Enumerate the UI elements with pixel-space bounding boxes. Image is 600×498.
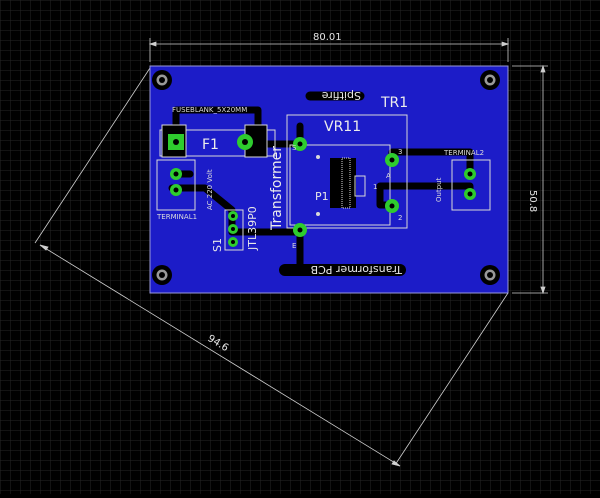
pads[interactable] — [168, 134, 476, 247]
ac-input-label: AC 220 Volt — [206, 169, 214, 210]
pin-s-label: S — [292, 144, 297, 152]
pad-switch-2[interactable] — [228, 224, 238, 234]
mount-hole-icon — [152, 265, 172, 285]
pad-term1-2[interactable] — [170, 184, 182, 196]
pad-term1-1[interactable] — [170, 168, 182, 180]
board-name-label: Transformer PCB — [311, 263, 403, 276]
pot-ref-label: P1 — [315, 190, 329, 203]
pin-2-label: 2 — [398, 214, 402, 222]
pad-tr-2[interactable] — [293, 223, 307, 237]
transformer-label: Transformer — [269, 146, 285, 231]
dim-width-label: 80.01 — [313, 32, 342, 43]
terminal1-label: TERMINAL1 — [156, 213, 197, 221]
pad-tr-1[interactable] — [293, 137, 307, 151]
pin-1-label: 1 — [373, 183, 377, 191]
author-label: Spitfire — [321, 89, 361, 102]
dimension-lines — [34, 38, 548, 467]
mount-hole-icon — [152, 70, 172, 90]
mount-hole-icon — [480, 70, 500, 90]
pad-switch-3[interactable] — [228, 237, 238, 247]
potentiometer-body — [316, 155, 366, 216]
tr-ref-label: TR1 — [380, 95, 408, 111]
terminal2-label: TERMINAL2 — [443, 149, 484, 157]
dim-height-label: 50.8 — [527, 190, 538, 212]
pad-tr-3[interactable] — [385, 153, 399, 167]
pin-3-label: 3 — [398, 148, 402, 156]
pin-e-label: E — [292, 242, 296, 250]
switch-ref-label: S1 — [211, 238, 224, 252]
pin-a-label: A — [386, 172, 391, 180]
board-outline[interactable] — [149, 65, 509, 294]
mount-hole-icon — [480, 265, 500, 285]
output-label: Output — [435, 177, 443, 202]
switch-value-label: JTL39P0 — [246, 206, 259, 251]
vr-ref-label: VR11 — [324, 119, 361, 135]
silkscreen-outlines — [156, 114, 491, 251]
pad-term2-2[interactable] — [464, 188, 476, 200]
pad-tr-4[interactable] — [385, 199, 399, 213]
mounting-holes — [152, 70, 500, 285]
fuse-value-label: FUSEBLANK_5X20MM — [172, 106, 247, 114]
fuse-ref-label: F1 — [202, 137, 219, 153]
pad-fuse-2[interactable] — [237, 134, 253, 150]
pad-term2-1[interactable] — [464, 168, 476, 180]
pad-switch-1[interactable] — [228, 211, 238, 221]
pad-fuse-1[interactable] — [168, 134, 184, 150]
